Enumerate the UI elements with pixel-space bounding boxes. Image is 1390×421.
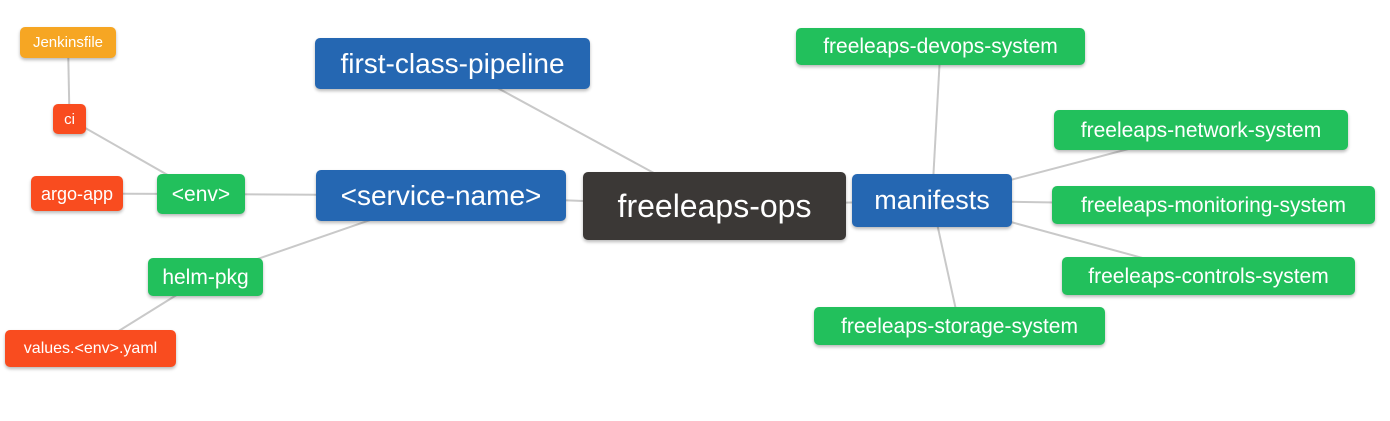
node-freeleaps-devops-system[interactable]: freeleaps-devops-system	[796, 28, 1085, 65]
node-service-name[interactable]: <service-name>	[316, 170, 566, 221]
node-first-class-pipeline[interactable]: first-class-pipeline	[315, 38, 590, 89]
node-manifests[interactable]: manifests	[852, 174, 1012, 227]
node-helm-pkg[interactable]: helm-pkg	[148, 258, 263, 296]
node-freeleaps-controls-system[interactable]: freeleaps-controls-system	[1062, 257, 1355, 295]
node-jenkinsfile[interactable]: Jenkinsfile	[20, 27, 116, 58]
node-freeleaps-ops[interactable]: freeleaps-ops	[583, 172, 846, 240]
node-freeleaps-monitoring-system[interactable]: freeleaps-monitoring-system	[1052, 186, 1375, 224]
node-argo-app[interactable]: argo-app	[31, 176, 123, 211]
node-freeleaps-storage-system[interactable]: freeleaps-storage-system	[814, 307, 1105, 345]
node-values-env-yaml[interactable]: values.<env>.yaml	[5, 330, 176, 367]
node-env[interactable]: <env>	[157, 174, 245, 214]
node-ci[interactable]: ci	[53, 104, 86, 134]
node-freeleaps-network-system[interactable]: freeleaps-network-system	[1054, 110, 1348, 150]
